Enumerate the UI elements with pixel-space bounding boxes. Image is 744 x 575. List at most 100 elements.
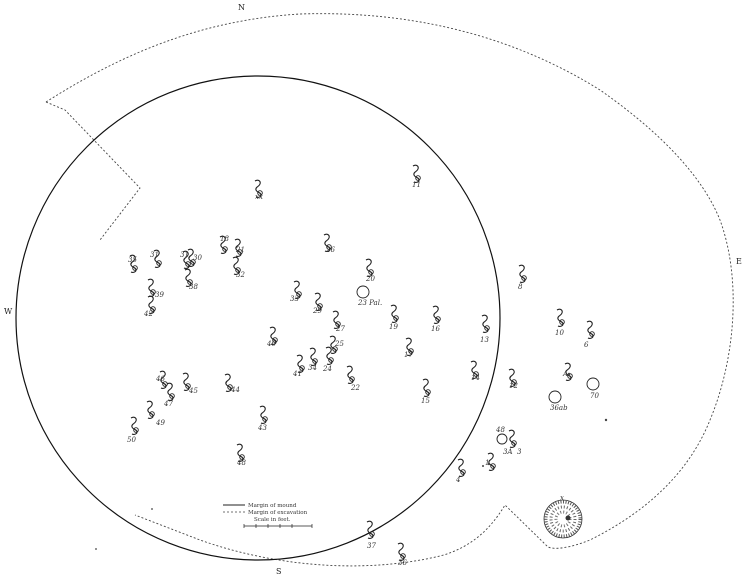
burial-label: 37 (367, 542, 376, 550)
burial-glyph (234, 238, 242, 257)
burial-skull (227, 384, 233, 390)
burial-skull (296, 291, 302, 297)
burial-19: 19 (389, 304, 399, 331)
burial-skull (156, 260, 162, 266)
burial-glyph (182, 372, 190, 391)
burial-label: 4 (455, 476, 460, 484)
burial-40: 40 (266, 326, 278, 348)
burial-skull (190, 259, 196, 265)
burial-label: 18 (220, 235, 229, 243)
burial-label: 30 (193, 254, 202, 262)
burial-label: 44 (230, 386, 240, 394)
burial-glyph (457, 458, 465, 477)
burial-20: 20 (365, 258, 375, 283)
burial-43: 43 (257, 405, 268, 432)
burial-label: 32 (236, 271, 245, 279)
burial-50: 50 (127, 416, 139, 444)
burial-label: 16 (431, 325, 440, 333)
burial-skull (511, 379, 517, 385)
burial-33: 33 (290, 280, 302, 303)
burial-skull (415, 175, 421, 181)
burial-label: 41 (292, 370, 302, 378)
burial-skull (332, 346, 338, 352)
burial-49: 49 (146, 400, 165, 427)
burial-27: 27 (332, 310, 345, 333)
burial-skull (185, 261, 191, 267)
burial-label: 42 (143, 310, 153, 318)
mound-margin (15, 75, 501, 561)
burial-37: 37 (366, 520, 376, 550)
burial-41: 41 (292, 354, 305, 378)
burial-glyph (309, 347, 317, 366)
burial-label: xx (255, 193, 263, 201)
pit-70 (586, 377, 600, 391)
compass-south: S (276, 567, 281, 575)
burial-label: 27 (335, 325, 345, 333)
burial-glyph (508, 429, 516, 448)
burial-label: 15 (421, 397, 430, 405)
compass-west: W (4, 307, 13, 316)
burial-42: 42 (143, 295, 156, 318)
burial-label: 24 (322, 365, 332, 373)
burial-glyph (329, 335, 337, 354)
pit-36 (548, 390, 562, 404)
burial-39: 39 (147, 278, 164, 299)
burial-15: 15 (421, 378, 431, 405)
burial-label: 49 (155, 419, 165, 427)
burial-label: 6 (584, 341, 589, 349)
burial-35: 35 (128, 254, 138, 273)
legend-scale: Scale in feet. (254, 517, 291, 523)
burial-skull (326, 244, 332, 250)
burial-26: 26 (323, 233, 335, 254)
burial-glyph (314, 292, 322, 311)
excavation-notch (45, 101, 141, 241)
burial-skull (490, 463, 496, 469)
burial-label: 13 (480, 336, 489, 344)
legend-excavation: Margin of excavation (248, 510, 308, 516)
burial-skull (312, 358, 318, 364)
burial-skull (559, 319, 565, 325)
burial-29: 29 (312, 292, 323, 315)
burial-label: 35 (128, 256, 137, 264)
burial-label: 10 (555, 329, 564, 337)
burial-label: 36 (398, 559, 407, 567)
burial-4: 4 (455, 458, 466, 484)
pit-70-label: 70 (590, 392, 599, 400)
burial-skull (460, 469, 466, 475)
burial-glyph (159, 370, 167, 389)
burial-label: 31 (150, 251, 159, 259)
burial-14: 14 (470, 360, 480, 382)
burial-skull (521, 275, 527, 281)
burial-glyph (184, 268, 192, 287)
burial-glyph (564, 362, 572, 381)
burial-A: A (562, 362, 573, 381)
burial-3: 3 (508, 429, 522, 456)
burial-label: 3 (517, 448, 522, 456)
burial-skull (299, 365, 305, 371)
burial-skull (222, 246, 228, 252)
pit-48-label: 48 (495, 426, 505, 434)
burial-glyph (556, 308, 564, 327)
burial-label: 22 (350, 384, 360, 392)
burial-label: 48 (236, 459, 246, 467)
burial-glyph (508, 368, 516, 387)
burial-label: 40 (266, 340, 276, 348)
burial-skull (400, 553, 406, 559)
burial-glyph (259, 405, 267, 424)
burial-skull (511, 440, 517, 446)
burial-glyph (232, 256, 240, 275)
burial-skull (484, 325, 490, 331)
burial-48: 48 (236, 443, 246, 467)
burial-13: 13 (480, 314, 490, 344)
burial-glyph (153, 249, 161, 268)
burial-skull (335, 321, 341, 327)
burial-label: 34 (308, 364, 317, 372)
pit-23 (356, 285, 370, 299)
burial-glyph (586, 320, 594, 339)
burial-glyph (219, 235, 227, 254)
burial-glyph (432, 305, 440, 324)
burial-34: 34 (308, 347, 318, 372)
burial-skull (149, 411, 155, 417)
